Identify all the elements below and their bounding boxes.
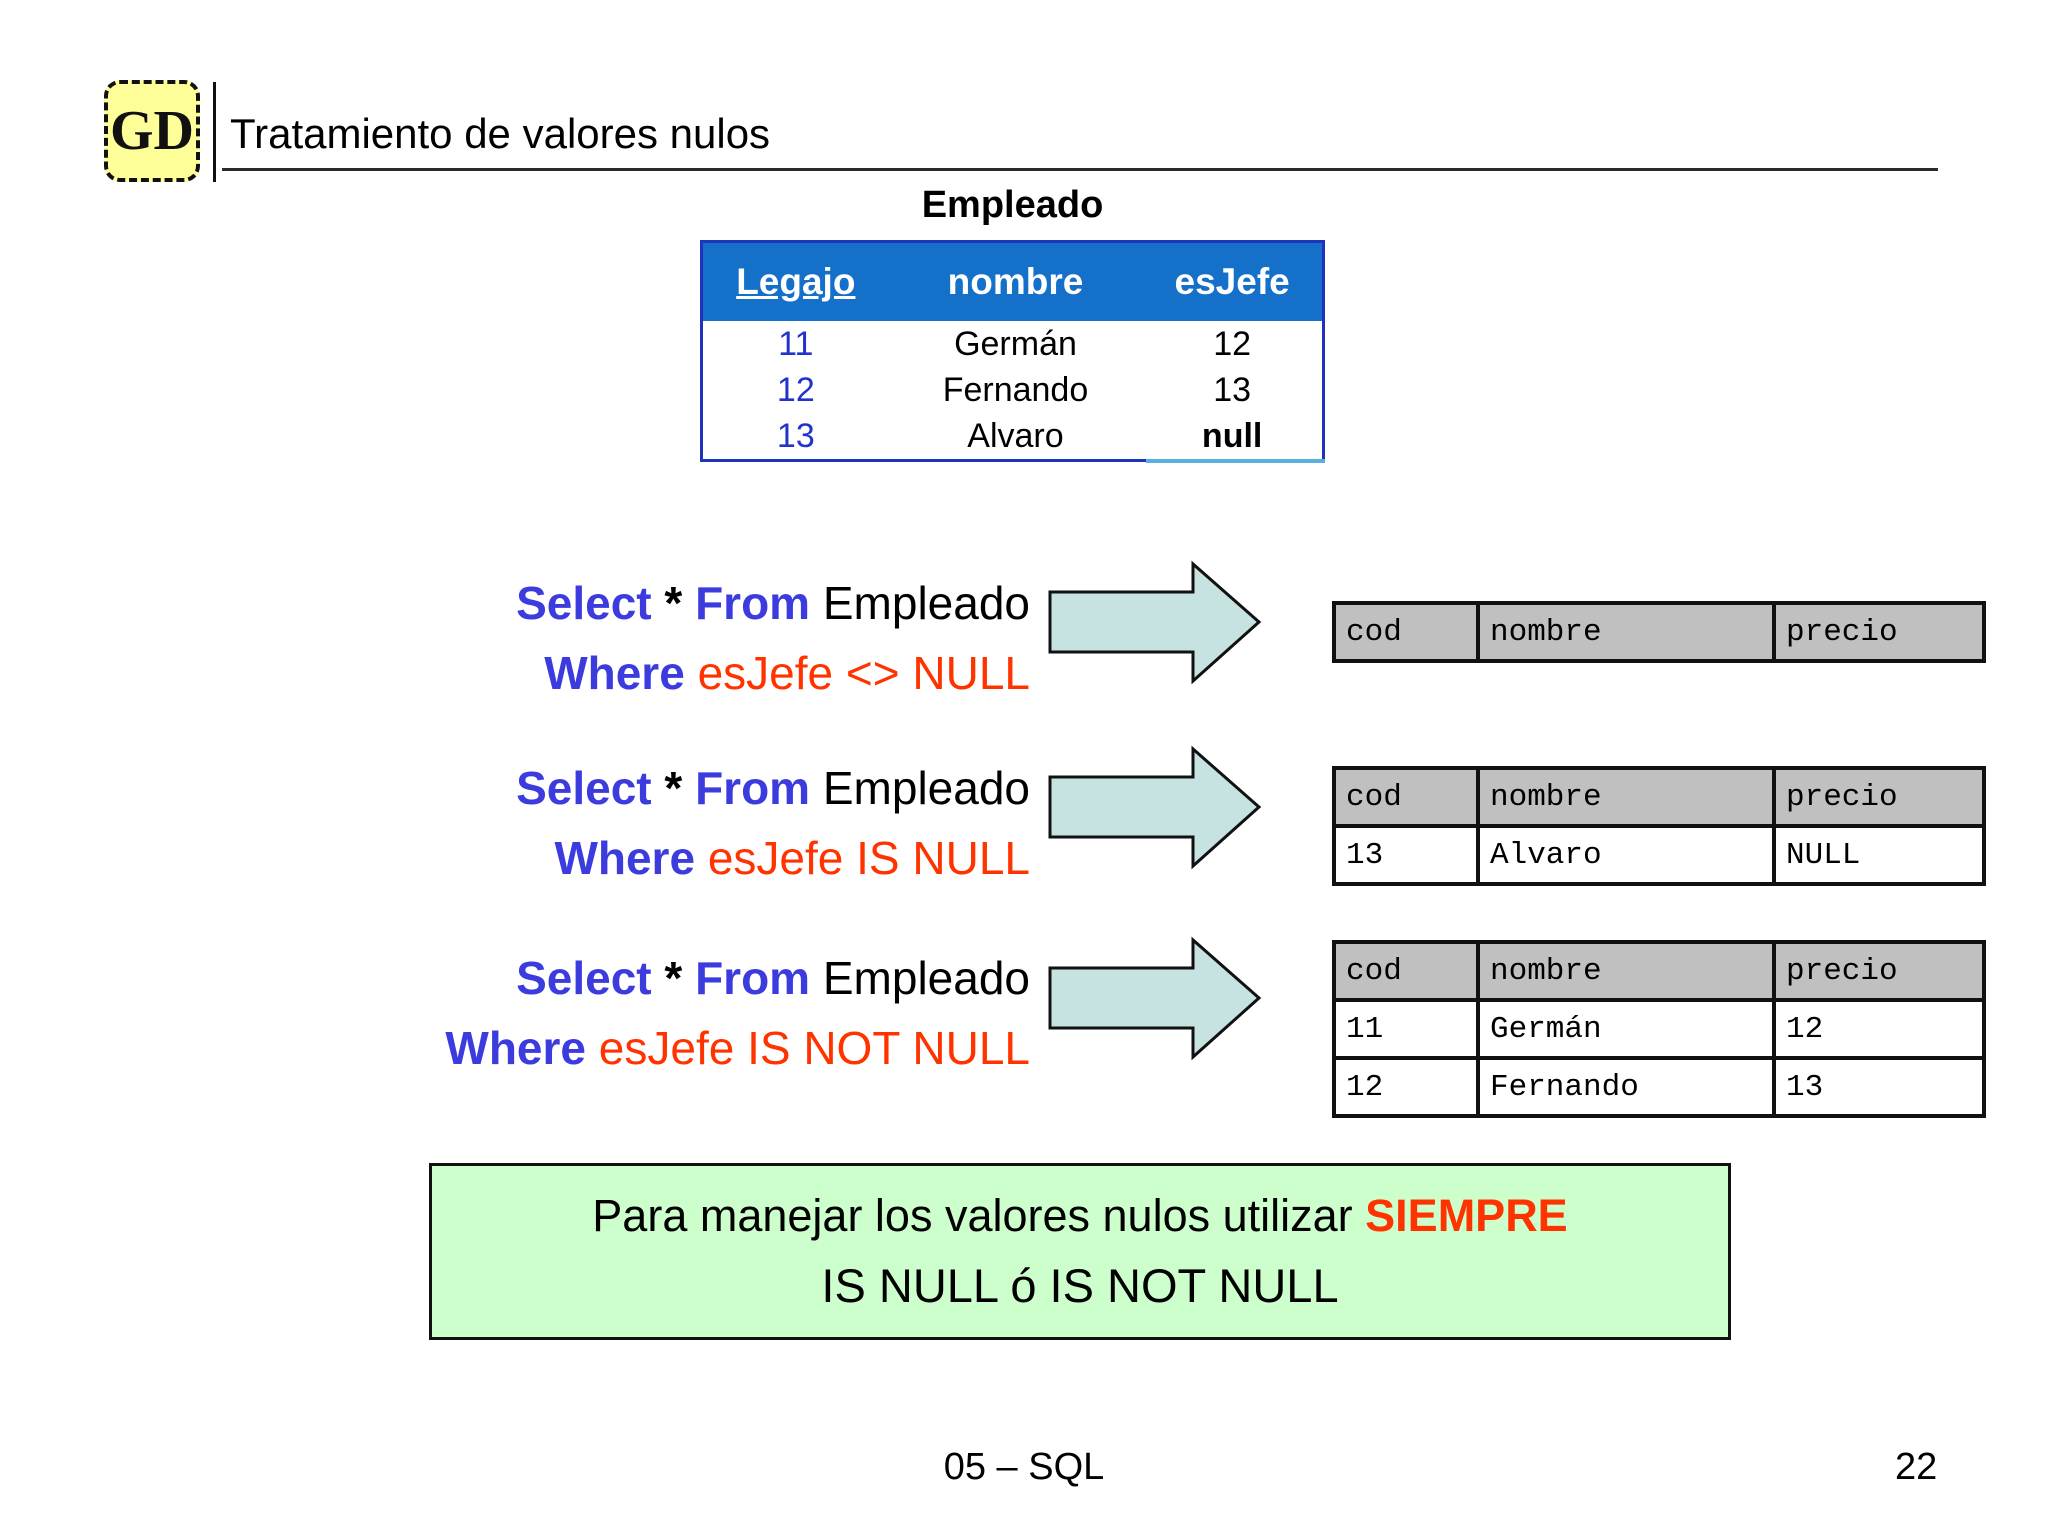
table-row: 12 Fernando 13 (702, 367, 1324, 413)
result-header-row: cod nombre precio (1332, 940, 1986, 1002)
empleado-table: Legajo nombre esJefe 11 Germán 12 12 Fer… (700, 240, 1325, 462)
result-header-row: cod nombre precio (1332, 601, 1986, 663)
query-3-line-1: Select * From Empleado (230, 943, 1030, 1013)
empleado-table-title: Empleado (921, 184, 1104, 226)
star-token: * (664, 762, 683, 814)
empleado-header-esjefe: esJefe (1142, 241, 1324, 321)
query-1-line-2: Where esJefe <> NULL (230, 638, 1030, 708)
cell-legajo: 13 (776, 416, 815, 455)
result-table-2: cod nombre precio 13 Alvaro NULL (1332, 766, 1986, 886)
star-token: * (664, 952, 683, 1004)
table-row: 11 Germán 12 (702, 321, 1324, 367)
table-row: 12 Fernando 13 (1332, 1056, 1986, 1118)
page-number: 22 (1895, 1446, 1938, 1488)
result-header-cod: cod (1332, 940, 1480, 1002)
cell-nombre: Germán (954, 324, 1077, 363)
right-arrow-icon (1048, 560, 1262, 685)
query-block-2: Select * From Empleado Where esJefe IS N… (230, 753, 1030, 893)
result-header-precio: precio (1772, 601, 1986, 663)
cell-cod: 12 (1332, 1056, 1480, 1118)
right-arrow-icon (1048, 745, 1262, 870)
table-name: Empleado (822, 577, 1030, 629)
note-box: Para manejar los valores nulos utilizar … (429, 1163, 1731, 1340)
query-2-line-1: Select * From Empleado (230, 753, 1030, 823)
empleado-header-row: Legajo nombre esJefe (701, 241, 1324, 321)
select-keyword: Select (516, 952, 652, 1004)
table-row: 13 Alvaro NULL (1332, 824, 1986, 886)
result-header-precio: precio (1772, 766, 1986, 828)
cell-precio: NULL (1772, 824, 1986, 886)
cell-nombre: Germán (1476, 998, 1776, 1060)
result-header-row: cod nombre precio (1332, 766, 1986, 828)
query-3-line-2: Where esJefe IS NOT NULL (230, 1013, 1030, 1083)
result-header-nombre: nombre (1476, 940, 1776, 1002)
cell-legajo: 11 (778, 324, 814, 363)
empleado-header-nombre: nombre (888, 241, 1143, 321)
result-header-cod: cod (1332, 601, 1480, 663)
logo-divider (213, 82, 216, 182)
where-condition: esJefe IS NOT NULL (598, 1022, 1030, 1074)
from-keyword: From (695, 577, 811, 629)
cell-esjefe-null: null (1201, 416, 1263, 455)
star-token: * (664, 577, 683, 629)
cell-nombre: Fernando (942, 370, 1089, 409)
cell-esjefe: 12 (1213, 324, 1252, 363)
note-emphasis: SIEMPRE (1365, 1190, 1568, 1241)
from-keyword: From (695, 762, 811, 814)
cell-cod: 11 (1332, 998, 1480, 1060)
where-keyword: Where (544, 647, 685, 699)
cell-nombre: Alvaro (1476, 824, 1776, 886)
gd-logo: GD (104, 80, 200, 182)
result-header-cod: cod (1332, 766, 1480, 828)
right-arrow-icon (1048, 936, 1262, 1061)
result-header-nombre: nombre (1476, 601, 1776, 663)
cell-cod: 13 (1332, 824, 1480, 886)
query-2-line-2: Where esJefe IS NULL (230, 823, 1030, 893)
where-keyword: Where (445, 1022, 586, 1074)
cell-esjefe: 13 (1213, 370, 1252, 409)
query-block-1: Select * From Empleado Where esJefe <> N… (230, 568, 1030, 708)
note-text: Para manejar los valores nulos utilizar (592, 1190, 1353, 1241)
cell-precio: 13 (1772, 1056, 1986, 1118)
note-line-2: IS NULL ó IS NOT NULL (821, 1259, 1339, 1312)
result-table-1: cod nombre precio (1332, 601, 1986, 663)
empleado-header-legajo: Legajo (701, 241, 889, 321)
from-keyword: From (695, 952, 811, 1004)
query-1-line-1: Select * From Empleado (230, 568, 1030, 638)
table-row: 11 Germán 12 (1332, 998, 1986, 1060)
table-name: Empleado (822, 952, 1030, 1004)
note-line-1: Para manejar los valores nulos utilizar … (592, 1190, 1567, 1242)
gd-logo-text: GD (110, 100, 194, 162)
select-keyword: Select (516, 762, 652, 814)
page-title: Tratamiento de valores nulos (230, 110, 771, 157)
result-header-nombre: nombre (1476, 766, 1776, 828)
table-name: Empleado (822, 762, 1030, 814)
table-border-accent (1146, 459, 1325, 463)
cell-precio: 12 (1772, 998, 1986, 1060)
result-table-3: cod nombre precio 11 Germán 12 12 Fernan… (1332, 940, 1986, 1118)
cell-nombre: Fernando (1476, 1056, 1776, 1118)
where-condition: esJefe <> NULL (697, 647, 1030, 699)
where-condition: esJefe IS NULL (707, 832, 1030, 884)
cell-legajo: 12 (776, 370, 815, 409)
cell-nombre: Alvaro (967, 416, 1064, 455)
table-row: 13 Alvaro null (702, 413, 1324, 461)
title-underline (222, 168, 1938, 171)
query-block-3: Select * From Empleado Where esJefe IS N… (230, 943, 1030, 1083)
footer-label: 05 – SQL (943, 1446, 1105, 1488)
where-keyword: Where (554, 832, 696, 884)
result-header-precio: precio (1772, 940, 1986, 1002)
select-keyword: Select (516, 577, 652, 629)
